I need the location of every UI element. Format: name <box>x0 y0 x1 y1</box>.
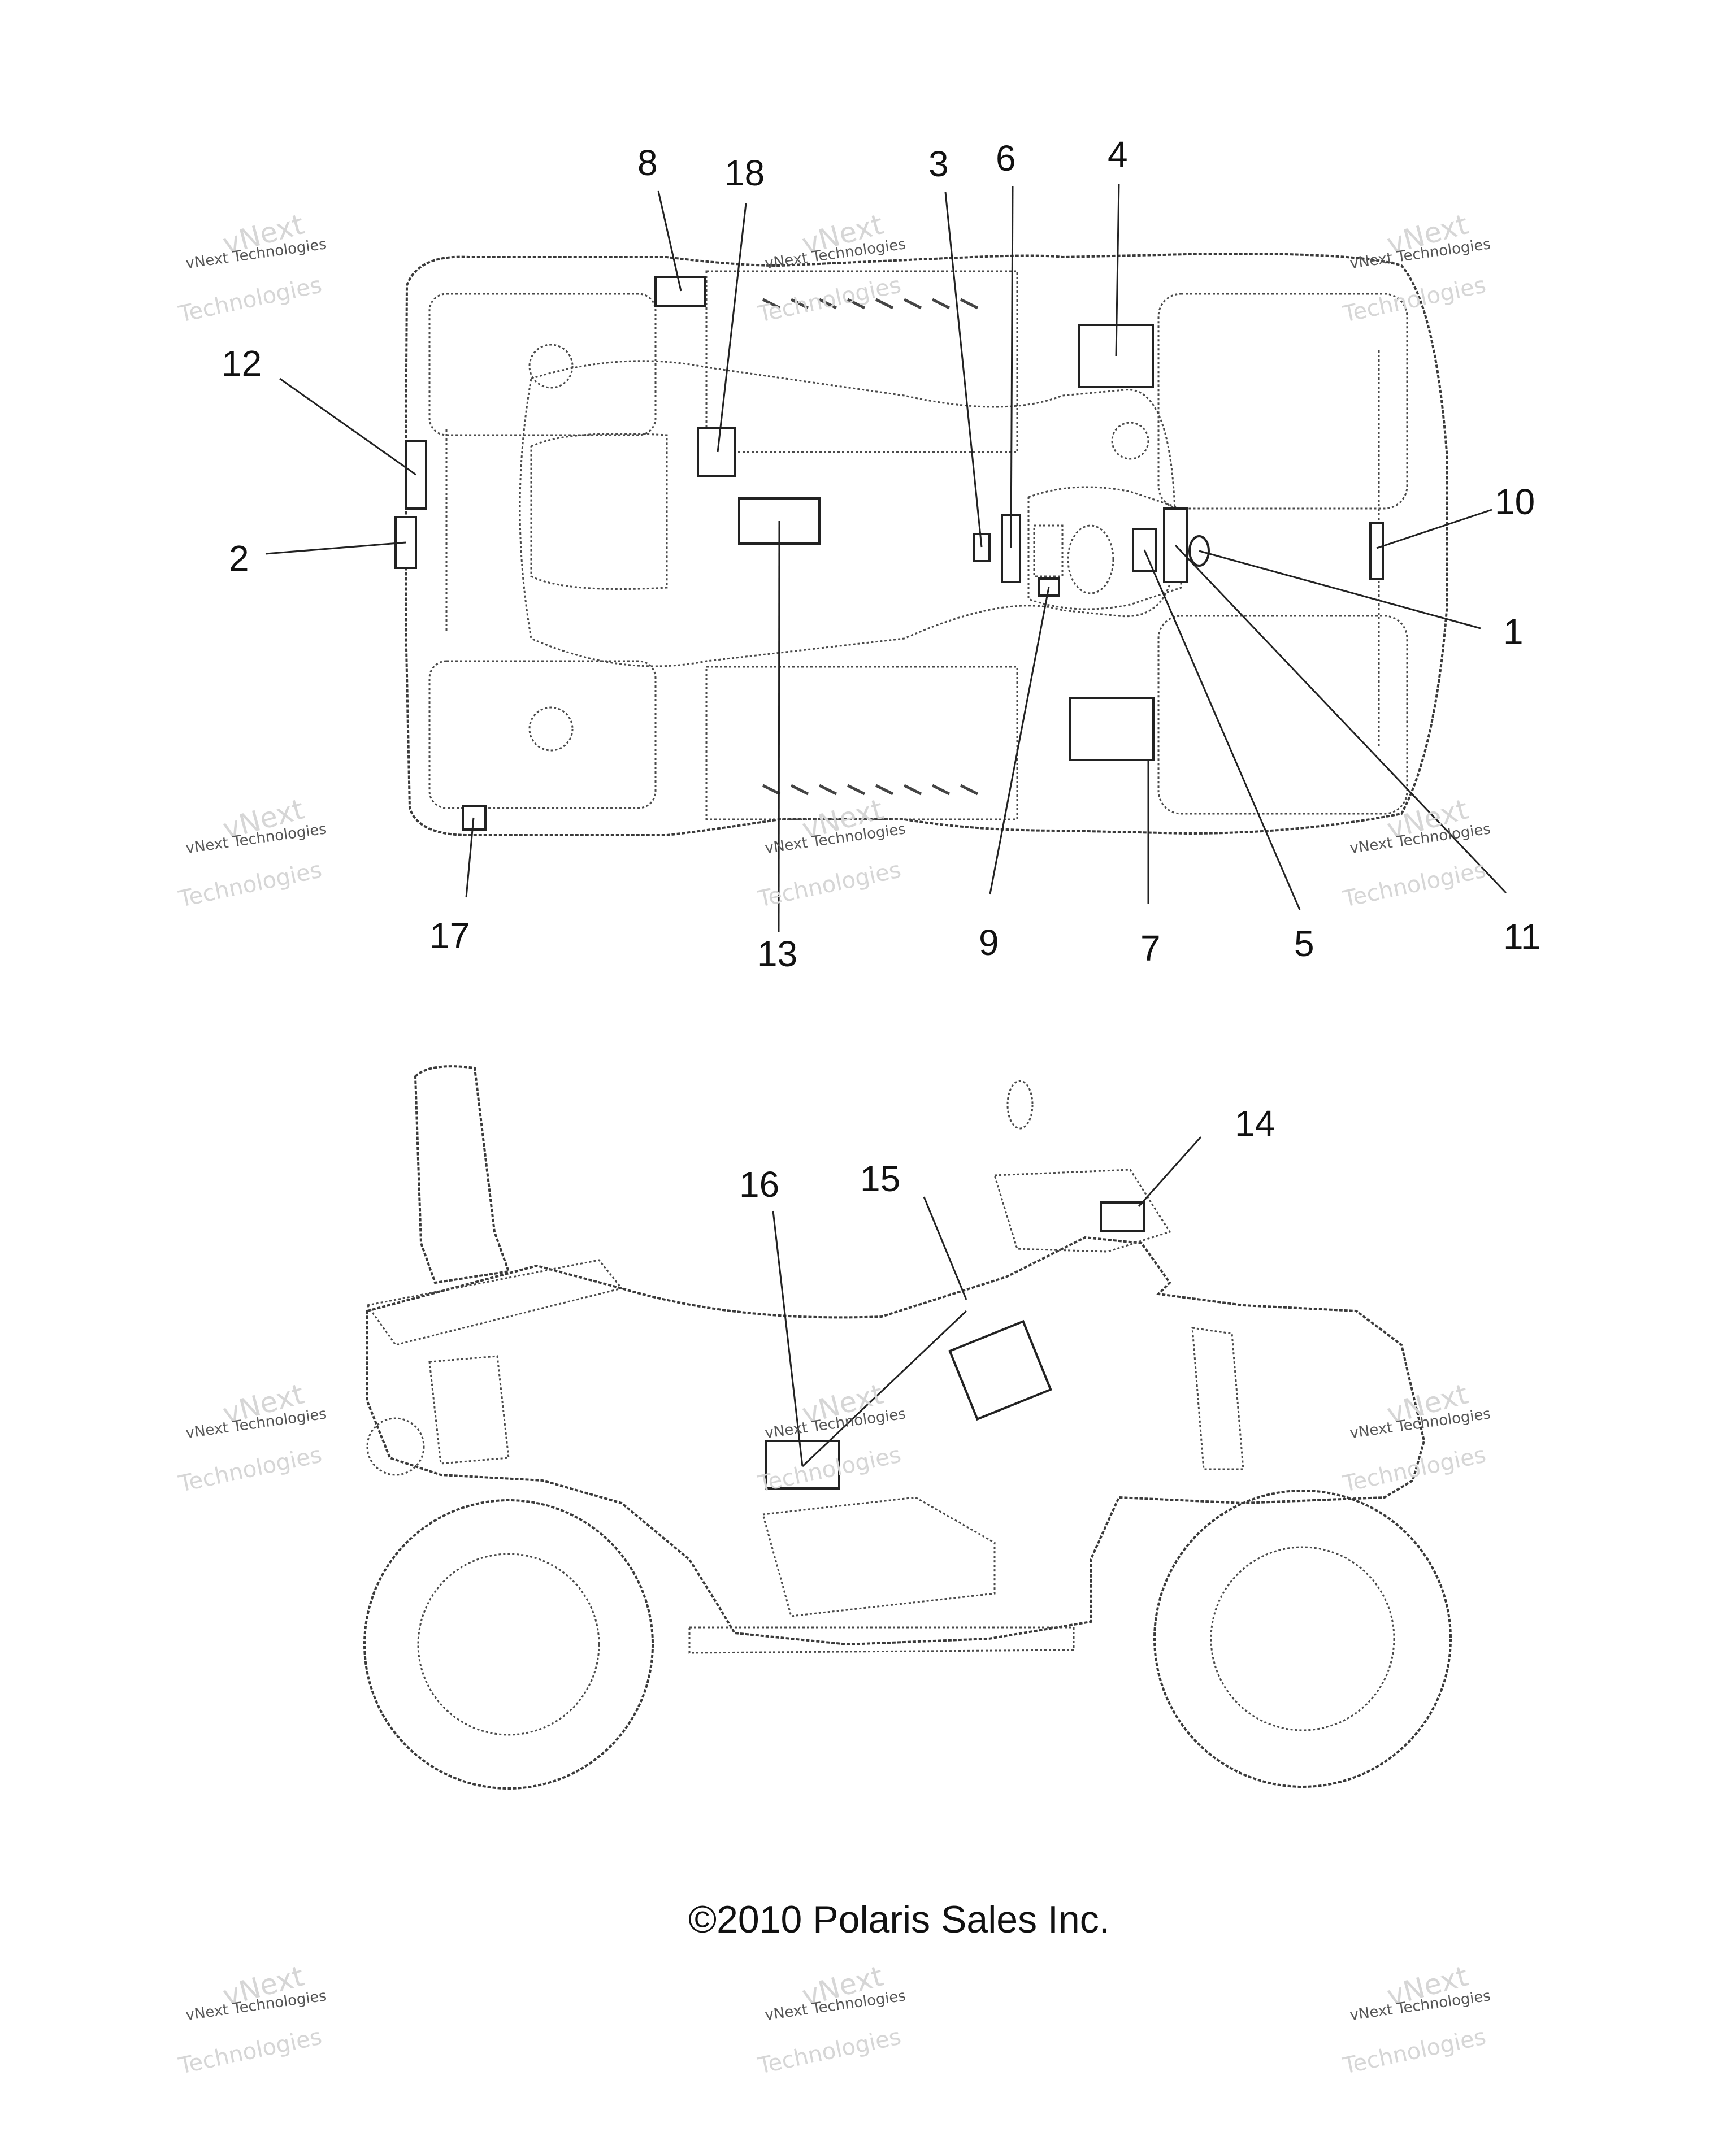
callout-15: 15 <box>860 1158 900 1199</box>
watermarks: vNext vNext Technologies Technologies <box>756 1960 907 2079</box>
watermarks: vNext vNext Technologies Technologies <box>176 208 328 328</box>
watermarks: vNext vNext Technologies Technologies <box>1340 1378 1492 1497</box>
decal-3 <box>973 533 991 562</box>
callout-9: 9 <box>979 922 999 963</box>
top-view-leaders <box>265 183 1507 933</box>
callout-16: 16 <box>739 1164 779 1205</box>
callout-1: 1 <box>1503 611 1524 652</box>
watermark-line3: Technologies <box>756 857 904 913</box>
watermarks: vNext vNext Technologies Technologies <box>1340 1960 1492 2079</box>
callout-5: 5 <box>1294 923 1314 964</box>
side-view-drawing <box>363 1065 1452 1790</box>
callout-3: 3 <box>928 144 949 184</box>
side-view-leaders <box>772 1136 1202 1467</box>
watermark-line3: Technologies <box>1340 857 1488 913</box>
watermarks: vNext vNext Technologies Technologies <box>756 208 907 328</box>
decal-18 <box>697 427 736 477</box>
callout-10: 10 <box>1495 481 1535 522</box>
watermark-line3: Technologies <box>176 857 324 913</box>
top-view-drawing <box>405 253 1448 836</box>
callout-2: 2 <box>229 538 249 579</box>
watermark-line3: Technologies <box>1340 2024 1488 2079</box>
callout-6: 6 <box>996 138 1016 179</box>
watermark-line3: Technologies <box>1340 1441 1488 1497</box>
callout-17: 17 <box>429 915 470 956</box>
callout-18: 18 <box>724 153 765 193</box>
decal-15 <box>948 1319 1052 1421</box>
watermarks: vNext vNext Technologies Technologies <box>176 793 328 913</box>
callout-7: 7 <box>1140 928 1161 969</box>
watermark-line3: Technologies <box>176 1441 324 1497</box>
watermarks: vNext vNext Technologies Technologies <box>756 793 907 913</box>
watermarks: vNext vNext Technologies Technologies <box>176 1960 328 2079</box>
decal-7 <box>1069 697 1155 761</box>
side-view-callouts: 14 16 15 <box>739 1103 1275 1205</box>
watermark-line3: Technologies <box>176 272 324 328</box>
callout-4: 4 <box>1108 134 1128 175</box>
watermarks: vNext vNext Technologies Technologies <box>176 1378 328 1497</box>
watermark-line3: Technologies <box>1340 272 1488 328</box>
watermark-line3: Technologies <box>176 2024 324 2079</box>
watermarks: vNext vNext Technologies Technologies <box>1340 208 1492 328</box>
decal-14 <box>1100 1201 1145 1232</box>
side-view-decals <box>765 1201 1145 1490</box>
decal-10 <box>1369 522 1384 580</box>
watermarks: vNext vNext Technologies Technologies <box>1340 793 1492 913</box>
callout-14: 14 <box>1235 1103 1275 1144</box>
top-view-decals <box>394 276 1384 831</box>
callout-11: 11 <box>1503 917 1540 957</box>
watermark-line3: Technologies <box>756 2024 904 2079</box>
callout-13: 13 <box>757 933 797 974</box>
watermarks: vNext vNext Technologies Technologies <box>756 1378 907 1497</box>
decal-17 <box>462 805 487 831</box>
callout-8: 8 <box>637 142 658 183</box>
watermark-line3: Technologies <box>756 272 904 328</box>
decal-8 <box>654 276 706 307</box>
copyright-notice: ©2010 Polaris Sales Inc. <box>688 1898 1110 1941</box>
top-view-callouts: 8 18 3 6 4 12 10 2 1 17 13 9 7 5 11 <box>222 134 1540 974</box>
callout-12: 12 <box>222 343 262 384</box>
